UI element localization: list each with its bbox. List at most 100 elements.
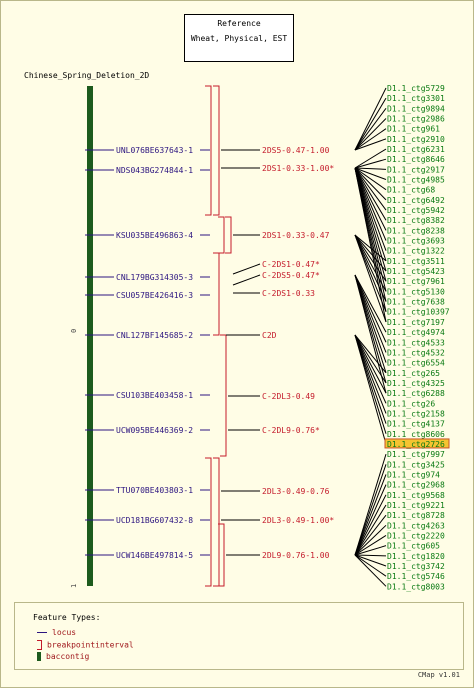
contig-label[interactable]: D1.1_ctg1322 [387, 247, 445, 256]
breakpoint-bracket[interactable] [205, 457, 212, 587]
contig-label[interactable]: D1.1_ctg6492 [387, 196, 445, 205]
contig-label[interactable]: D1.1_ctg3425 [387, 460, 445, 469]
map-title[interactable]: Chinese_Spring_Deletion_2D [24, 71, 150, 80]
locus-label[interactable]: NDS043BG274844-1 [116, 166, 193, 175]
breakpoint-bracket[interactable] [225, 216, 232, 254]
contig-label[interactable]: D1.1_ctg4137 [387, 420, 445, 429]
contig-label[interactable]: D1.1_ctg5942 [387, 206, 445, 215]
cmap-version[interactable]: CMap v1.01 [417, 671, 460, 679]
contig-label[interactable]: D1.1_ctg4985 [387, 176, 445, 185]
contig-label[interactable]: D1.1_ctg2986 [387, 115, 445, 124]
breakpoint-label[interactable]: C-2DS1-0.47* [262, 260, 320, 269]
contig-label[interactable]: D1.1_ctg2917 [387, 165, 445, 174]
breakpoint-bracket[interactable] [220, 334, 227, 457]
contig-label[interactable]: D1.1_ctg3693 [387, 237, 445, 246]
contig-label[interactable]: D1.1_ctg2910 [387, 135, 445, 144]
contig-label[interactable]: D1.1_ctg8003 [387, 582, 445, 591]
breakpoint-label[interactable]: 2DL9-0.76-1.00 [262, 551, 330, 560]
contig-label[interactable]: D1.1_ctg5130 [387, 287, 445, 296]
contig-label[interactable]: D1.1_ctg4532 [387, 348, 445, 357]
correspondence-line [354, 87, 387, 151]
correspondence-line [354, 274, 387, 363]
breakpoint-label[interactable]: C-2DS5-0.47* [262, 271, 320, 280]
locus-label[interactable]: CNL179BG314305-3 [116, 273, 193, 282]
breakpoint-label[interactable]: 2DL3-0.49-0.76 [262, 487, 330, 496]
contig-label[interactable]: D1.1_ctg4533 [387, 338, 445, 347]
locus-label[interactable]: CSU057BE426416-3 [116, 291, 193, 300]
contig-label[interactable]: D1.1_ctg10397 [387, 308, 450, 317]
correspondence-line [354, 334, 387, 424]
contig-label[interactable]: D1.1_ctg2158 [387, 409, 445, 418]
contig-label[interactable]: D1.1_ctg2968 [387, 481, 445, 490]
reference-box[interactable]: Reference Wheat, Physical, EST [184, 14, 294, 62]
contig-label[interactable]: D1.1_ctg68 [387, 186, 435, 195]
contig-label[interactable]: D1.1_ctg3301 [387, 94, 445, 103]
contig-label[interactable]: D1.1_ctg9568 [387, 491, 445, 500]
breakpoint-label[interactable]: 2DS1-0.33-1.00* [262, 164, 334, 173]
contig-label[interactable]: D1.1_ctg5746 [387, 572, 445, 581]
contig-label[interactable]: D1.1_ctg8728 [387, 511, 445, 520]
contig-label[interactable]: D1.1_ctg605 [387, 542, 440, 551]
contig-label[interactable]: D1.1_ctg961 [387, 125, 440, 134]
correspondence-line [354, 234, 387, 302]
correspondence-line [354, 167, 387, 241]
contig-label[interactable]: D1.1_ctg7997 [387, 450, 445, 459]
locus-label[interactable]: TTU070BE403803-1 [116, 486, 193, 495]
contig-label[interactable]: D1.1_ctg8382 [387, 216, 445, 225]
breakpoint-bracket[interactable] [213, 457, 220, 587]
correspondence-line [354, 274, 387, 394]
contig-label[interactable]: D1.1_ctg6288 [387, 389, 445, 398]
contig-highlight [384, 438, 450, 449]
correspondence-line [354, 118, 387, 151]
breakpoint-label[interactable]: 2DS5-0.47-1.00 [262, 146, 330, 155]
contig-label[interactable]: D1.1_ctg4974 [387, 328, 445, 337]
locus-label[interactable]: UNL076BE637643-1 [116, 146, 193, 155]
contig-label[interactable]: D1.1_ctg5729 [387, 84, 445, 93]
contig-label[interactable]: D1.1_ctg7638 [387, 298, 445, 307]
contig-label[interactable]: D1.1_ctg9221 [387, 501, 445, 510]
breakpoint-bracket[interactable] [218, 216, 225, 254]
contig-label[interactable]: D1.1_ctg265 [387, 369, 440, 378]
correspondence-line [354, 138, 387, 151]
contig-label[interactable]: D1.1_ctg2726 [387, 440, 445, 449]
locus-label[interactable]: UCW146BE497814-5 [116, 551, 193, 560]
breakpoint-bracket[interactable] [205, 85, 212, 216]
breakpoint-bracket[interactable] [213, 252, 220, 336]
contig-label[interactable]: D1.1_ctg8238 [387, 226, 445, 235]
breakpoint-label[interactable]: 2DS1-0.33-0.47 [262, 231, 330, 240]
locus-label[interactable]: UCD181BG607432-8 [116, 516, 193, 525]
correspondence-line [354, 334, 387, 445]
contig-label[interactable]: D1.1_ctg1820 [387, 552, 445, 561]
contig-label[interactable]: D1.1_ctg8606 [387, 430, 445, 439]
correspondence-line [354, 234, 387, 262]
legend-item-breakpoint: breakpointinterval [37, 640, 134, 650]
contig-label[interactable]: D1.1_ctg6554 [387, 359, 445, 368]
contig-label[interactable]: D1.1_ctg26 [387, 399, 435, 408]
breakpoint-label[interactable]: C2D [262, 331, 277, 340]
contig-label[interactable]: D1.1_ctg2220 [387, 531, 445, 540]
correspondence-line [354, 234, 387, 292]
locus-label[interactable]: CNL127BF145685-2 [116, 331, 193, 340]
contig-label[interactable]: D1.1_ctg974 [387, 470, 440, 479]
contig-label[interactable]: D1.1_ctg3511 [387, 257, 445, 266]
baccontig-bar[interactable] [87, 86, 93, 586]
contig-label[interactable]: D1.1_ctg9894 [387, 104, 445, 113]
breakpoint-label[interactable]: C-2DL3-0.49 [262, 392, 315, 401]
breakpoint-label[interactable]: 2DL3-0.49-1.00* [262, 516, 334, 525]
contig-label[interactable]: D1.1_ctg7961 [387, 277, 445, 286]
contig-label[interactable]: D1.1_ctg8646 [387, 155, 445, 164]
breakpoint-bracket[interactable] [213, 85, 220, 216]
locus-label[interactable]: KSU035BE496863-4 [116, 231, 193, 240]
correspondence-line [354, 334, 387, 414]
contig-label[interactable]: D1.1_ctg4325 [387, 379, 445, 388]
breakpoint-label[interactable]: C-2DL9-0.76* [262, 426, 320, 435]
contig-label[interactable]: D1.1_ctg3742 [387, 562, 445, 571]
locus-label[interactable]: UCW095BE446369-2 [116, 426, 193, 435]
contig-label[interactable]: D1.1_ctg5423 [387, 267, 445, 276]
contig-label[interactable]: D1.1_ctg6231 [387, 145, 445, 154]
contig-label[interactable]: D1.1_ctg4263 [387, 521, 445, 530]
contig-label[interactable]: D1.1_ctg7197 [387, 318, 445, 327]
breakpoint-bracket[interactable] [218, 523, 225, 587]
locus-label[interactable]: CSU103BE403458-1 [116, 391, 193, 400]
breakpoint-label[interactable]: C-2DS1-0.33 [262, 289, 315, 298]
